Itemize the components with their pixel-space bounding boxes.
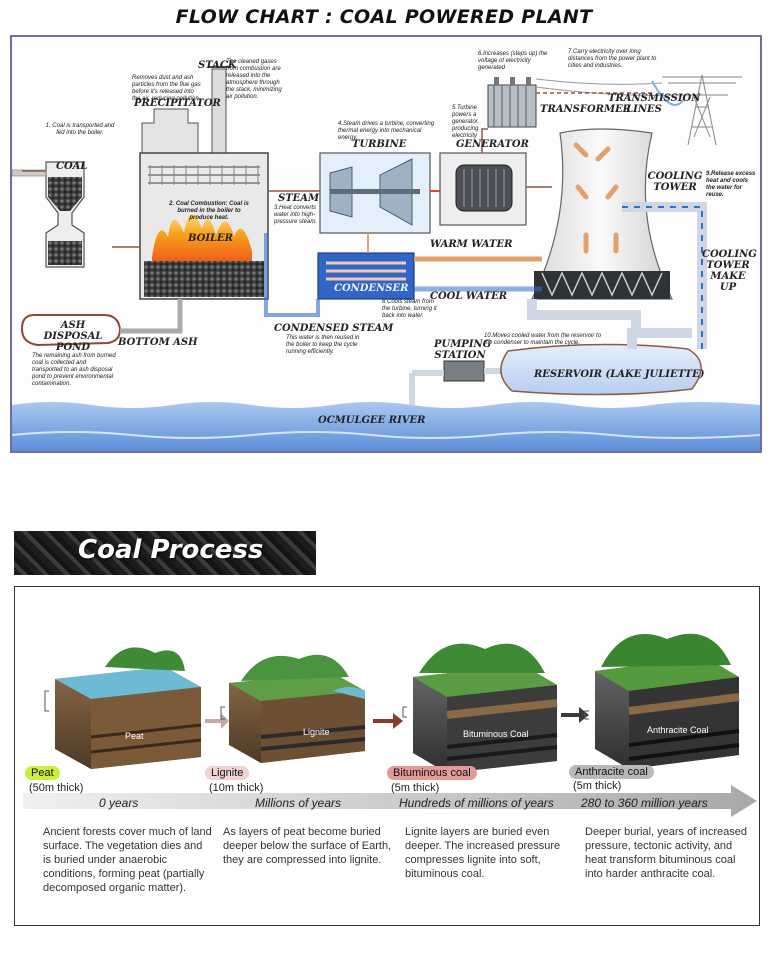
cooling-tower-makeup-label: COOLING TOWER MAKE UP [702,249,757,293]
note-9: 9.Release excess heat and cools the wate… [706,171,756,198]
coal-label: COAL [56,161,88,172]
arrow-bituminous-anthracite [561,707,589,723]
bituminous-period: Hundreds of millions of years [399,796,554,810]
anthracite-thickness: (5m thick) [573,780,622,792]
coal-process-panel: Peat Lignite Bituminous Coal Anthracite … [14,586,760,926]
turbine [319,152,431,234]
pumping-station-label: PUMPING STATION [434,339,492,361]
river-label: OCMULGEE RIVER [318,415,426,426]
cooling-tower [531,128,673,300]
pumping-station [409,360,508,405]
transformer-label: TRANSFORMER [540,104,631,115]
boiler [139,152,269,300]
condenser-label: CONDENSER [334,283,409,294]
bituminous-description: Lignite layers are buried even deeper. T… [405,826,561,880]
transmission-lines-label: TRANSMISSION LINES [608,93,701,115]
transmission-tower [535,74,742,146]
anthracite-period: 280 to 360 million years [581,796,708,810]
peat-bracket [44,690,49,712]
note-condensed: This water is then reused in the boiler … [286,335,360,355]
note-8: 8.Cools steam from the turbine, turning … [382,299,437,319]
anthracite-description: Deeper burial, years of increased pressu… [585,826,748,880]
bituminous-block-label: Bituminous Coal [463,729,529,739]
note-7: 7.Carry electricity over long distances … [568,49,657,69]
arrow-peat-lignite [205,713,229,729]
bituminous-thickness: (5m thick) [391,782,440,794]
timeline-arrow [23,785,757,817]
generator-label: GENERATOR [456,139,529,150]
note-10: 10.Moves cooled water from the reservoir… [484,333,602,346]
generator [439,152,527,226]
lignite-tag: Lignite [205,766,250,780]
boiler-label: BOILER [188,233,233,244]
note-2: 2. Coal Combustion: Coal is burned in th… [169,201,249,221]
bituminous-block [413,643,558,773]
note-4: 4.Steam drives a turbine, converting the… [338,121,435,141]
reservoir-label: RESERVOIR (LAKE JULIETTE) [534,369,705,380]
stack-label: STACK [198,60,237,71]
ash-pond [20,299,183,347]
peat-description: Ancient forests cover much of land surfa… [43,826,212,894]
coal-process-title: Coal Process [78,535,264,565]
condenser [317,252,415,300]
precipitator [141,108,199,158]
note-5: 5.Turbine powers a generator, producing … [452,105,480,139]
lignite-period: Millions of years [255,796,342,810]
peat-block [55,647,202,769]
coal-formation-illustration [23,633,757,817]
anthracite-block [595,633,740,769]
arrow-lignite-bituminous [373,713,403,729]
lignite-thickness: (10m thick) [209,782,264,794]
ash-pond-label: ASH DISPOSAL POND [43,320,103,353]
bottom-ash-label: BOTTOM ASH [118,337,198,348]
bituminous-bracket [402,706,407,718]
power-plant-diagram: STACK PRECIPITATOR COAL BOILER ASH DISPO… [10,35,762,453]
note-precipitator: Removes dust and ash particles from the … [132,75,201,102]
turbine-label: TURBINE [352,139,407,150]
anthracite-tag: Anthracite coal [569,765,654,779]
condensed-steam-label: CONDENSED STEAM [274,323,394,334]
lignite-block-label: Lignite [303,727,330,737]
precipitator-label: PRECIPITATOR [134,98,221,109]
lignite-description: As layers of peat become buried deeper b… [223,826,392,866]
anthracite-bracket [584,710,589,720]
peat-period: 0 years [99,796,139,810]
note-1: 1. Coal is transported and fed into the … [45,123,115,136]
peat-tag: Peat [25,766,60,780]
cooling-tower-label: COOLING TOWER [647,171,703,193]
page-title: FLOW CHART : COAL POWERED PLANT [175,6,593,28]
reservoir [500,343,702,396]
plant-illustration [12,66,760,451]
anthracite-block-label: Anthracite Coal [647,725,709,735]
peat-block-label: Peat [125,731,144,741]
note-6: 6.Increases (steps up) the voltage of el… [478,51,548,71]
transformer [487,77,537,128]
lignite-bracket [220,706,225,720]
bituminous-tag: Bituminous coal [387,766,477,780]
coal-process-header: Coal Process [14,531,316,575]
warm-water-label: WARM WATER [430,239,513,250]
river [12,402,760,451]
lignite-block [229,654,366,763]
coal-hopper [12,161,85,268]
steam-label: STEAM [278,193,320,204]
note-ash: The remaining ash from burned coal is co… [32,353,116,387]
note-3: 3.Heat converts water into high-pressure… [274,205,318,225]
note-stack: The cleaned gases from combustion are re… [226,59,282,100]
peat-thickness: (50m thick) [29,782,84,794]
cool-water-label: COOL WATER [430,291,508,302]
flow-pipes [22,92,707,349]
